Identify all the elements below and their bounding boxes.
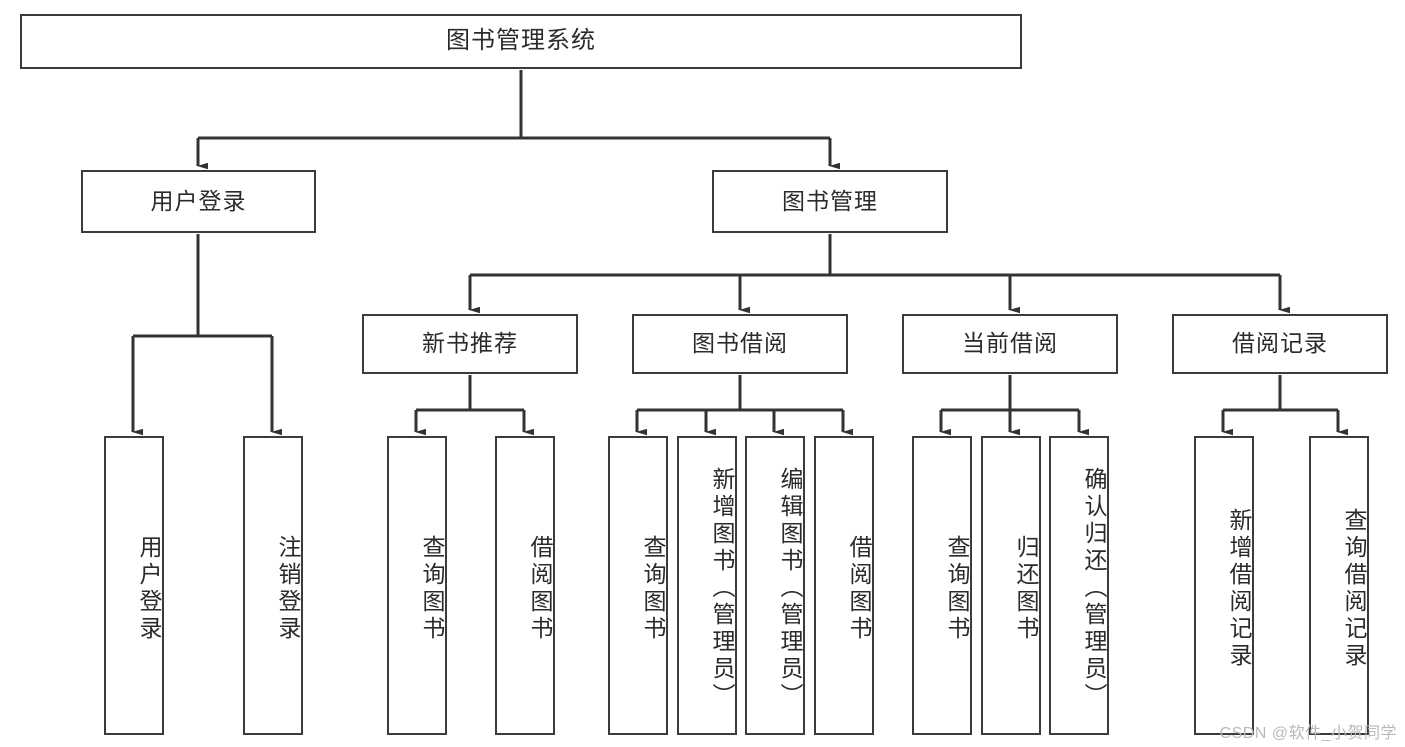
node-new-book-recommend[interactable]: 新书推荐	[362, 314, 578, 374]
node-label: 图书管理	[782, 187, 878, 214]
leaf-recommend-borrow-book[interactable]: 借阅图书	[495, 436, 555, 735]
leaf-borrow-edit-book[interactable]: 编辑图书（管理员）	[745, 436, 805, 735]
node-root-system[interactable]: 图书管理系统	[20, 14, 1022, 69]
node-label: 查询借阅记录	[1341, 507, 1367, 670]
node-label: 新书推荐	[422, 330, 518, 357]
node-label: 查询图书	[944, 534, 970, 643]
leaf-current-query-book[interactable]: 查询图书	[912, 436, 972, 735]
node-borrow-record[interactable]: 借阅记录	[1172, 314, 1388, 374]
node-label: 查询图书	[640, 534, 666, 643]
node-label: 借阅记录	[1232, 330, 1328, 357]
leaf-current-confirm-return[interactable]: 确认归还（管理员）	[1049, 436, 1109, 735]
node-label: 查询图书	[419, 534, 445, 643]
node-label: 确认归还（管理员）	[1081, 467, 1107, 710]
node-label: 借阅图书	[846, 534, 872, 643]
node-user-login[interactable]: 用户登录	[81, 170, 316, 233]
leaf-user-login-login[interactable]: 用户登录	[104, 436, 164, 735]
node-label: 用户登录	[150, 187, 247, 214]
leaf-current-return-book[interactable]: 归还图书	[981, 436, 1041, 735]
leaf-record-query-record[interactable]: 查询借阅记录	[1309, 436, 1369, 735]
node-label: 用户登录	[136, 534, 162, 643]
node-label: 图书管理系统	[446, 27, 596, 55]
node-label: 归还图书	[1013, 534, 1039, 643]
node-book-borrow[interactable]: 图书借阅	[632, 314, 848, 374]
node-label: 新增图书（管理员）	[709, 467, 735, 710]
node-current-borrow[interactable]: 当前借阅	[902, 314, 1118, 374]
node-label: 注销登录	[275, 534, 301, 643]
leaf-borrow-add-book[interactable]: 新增图书（管理员）	[677, 436, 737, 735]
leaf-user-login-logout[interactable]: 注销登录	[243, 436, 303, 735]
node-label: 当前借阅	[962, 330, 1058, 357]
leaf-recommend-query-book[interactable]: 查询图书	[387, 436, 447, 735]
node-label: 新增借阅记录	[1226, 507, 1252, 670]
csdn-watermark: CSDN @软件_小贺同学	[1219, 725, 1397, 742]
leaf-record-add-record[interactable]: 新增借阅记录	[1194, 436, 1254, 735]
node-label: 编辑图书（管理员）	[777, 467, 803, 710]
node-label: 图书借阅	[692, 330, 788, 357]
leaf-borrow-borrow-book[interactable]: 借阅图书	[814, 436, 874, 735]
node-book-management[interactable]: 图书管理	[712, 170, 948, 233]
node-label: 借阅图书	[527, 534, 553, 643]
leaf-borrow-query-book[interactable]: 查询图书	[608, 436, 668, 735]
